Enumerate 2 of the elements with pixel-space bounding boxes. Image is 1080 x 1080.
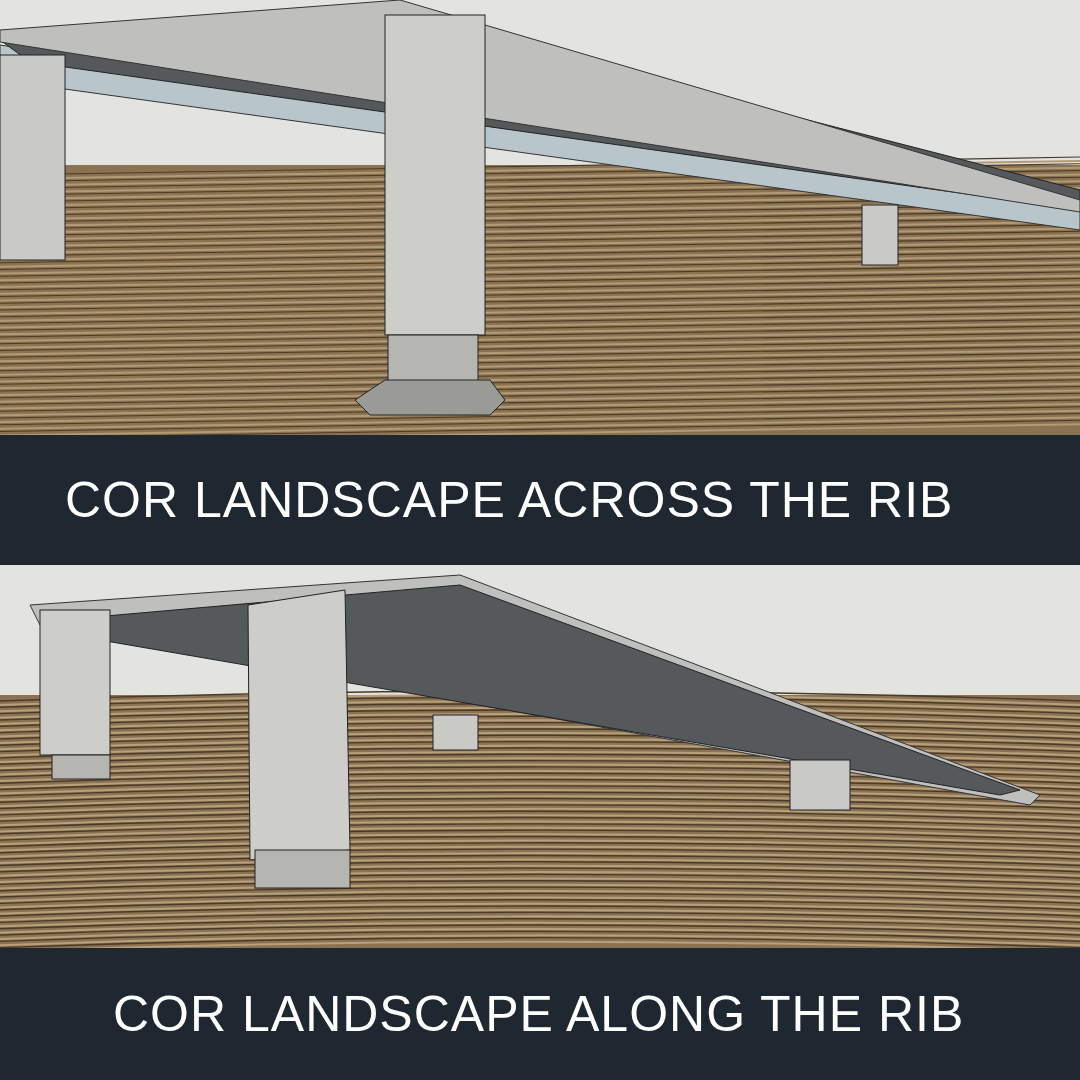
caption-text: COR LANDSCAPE ALONG THE RIB	[113, 985, 965, 1043]
caption-text: COR LANDSCAPE ACROSS THE RIB	[65, 471, 954, 529]
